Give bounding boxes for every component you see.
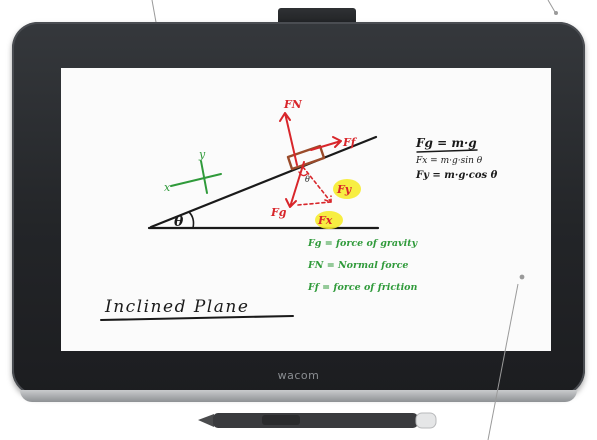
- legend-line-3: Ff = force of friction: [307, 282, 418, 293]
- axis-x-label: x: [164, 181, 171, 194]
- gravity-x-label: Fx: [317, 214, 333, 227]
- drawing-screen[interactable]: θ x y FN Ff Fg Fy Fx θ Fg = m·g Fx = m·g…: [61, 68, 551, 351]
- normal-force-arrow: [279, 112, 298, 166]
- highlight-fx: [315, 211, 343, 229]
- pen-grip: [262, 415, 300, 425]
- friction-force-label: Ff: [342, 136, 358, 149]
- gravity-force-label: Fg: [270, 206, 287, 219]
- drawing-title: Inclined Plane: [104, 297, 249, 317]
- equation-3: Fy = m·g·cos θ: [415, 170, 498, 181]
- friction-force-arrow: [310, 136, 342, 151]
- pen-barrel: [213, 413, 418, 428]
- highlight-fy: [333, 179, 361, 199]
- equation-underline: [416, 149, 478, 153]
- axis-x-line: [170, 173, 222, 187]
- tablet-bottom-rim: [20, 390, 577, 402]
- axis-y-line: [200, 160, 208, 194]
- equation-1: Fg = m·g: [415, 136, 477, 150]
- brand-logo: wacom: [277, 369, 320, 382]
- equation-2: Fx = m·g·sin θ: [415, 156, 483, 166]
- gravity-x-dashed-line: [297, 201, 332, 206]
- angle-label-small: θ: [305, 175, 310, 184]
- legend-line-1: Fg = force of gravity: [307, 238, 419, 249]
- legend-line-2: FN = Normal force: [307, 260, 408, 271]
- pen-tip: [198, 414, 214, 427]
- gravity-y-label: Fy: [336, 183, 353, 196]
- whiteboard-drawing: θ x y FN Ff Fg Fy Fx θ Fg = m·g Fx = m·g…: [100, 98, 525, 321]
- title-underline: [100, 315, 294, 321]
- callout-leader-pen: [487, 283, 519, 440]
- callout-dot-screen: [519, 274, 525, 280]
- angle-label: θ: [174, 214, 184, 230]
- pen-end-cap: [415, 412, 437, 429]
- normal-force-label: FN: [283, 98, 303, 111]
- angle-arc: [188, 211, 195, 229]
- block: [286, 144, 326, 171]
- angle-marker-small: [298, 171, 308, 177]
- gravity-force-arrow: [285, 161, 305, 208]
- axis-y-label: y: [198, 148, 206, 161]
